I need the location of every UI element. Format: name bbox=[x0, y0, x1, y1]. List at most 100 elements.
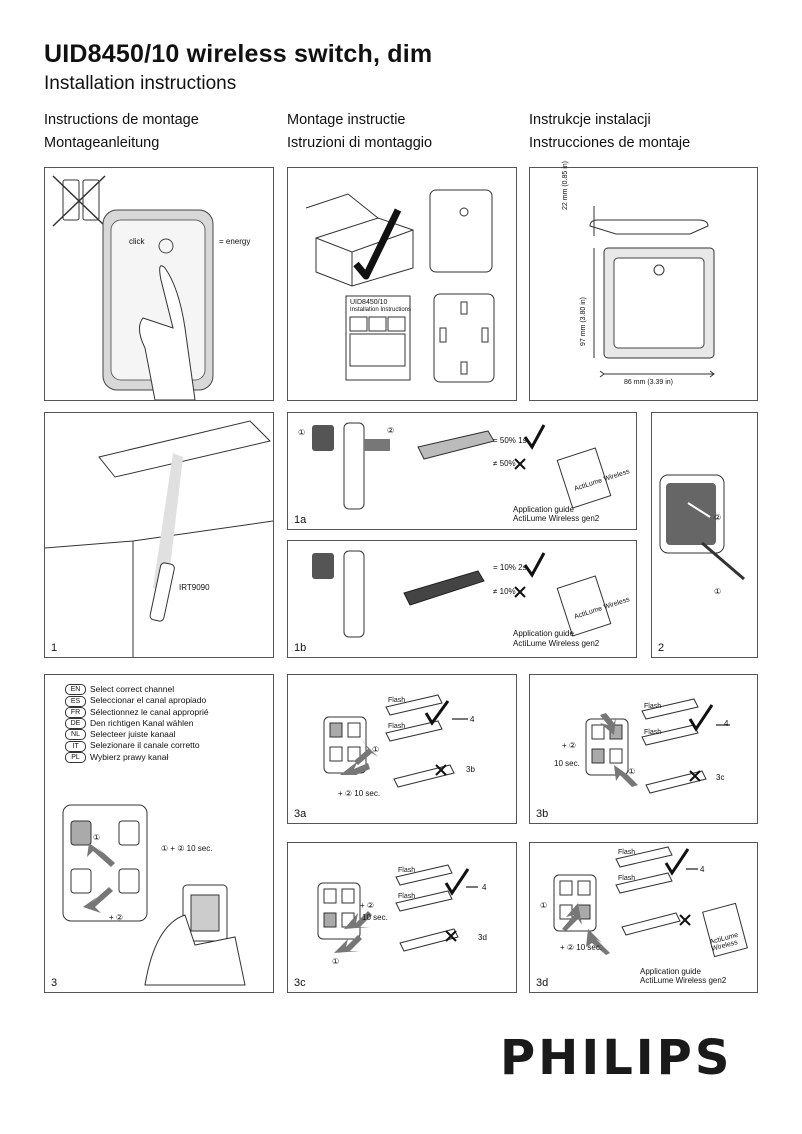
panel-3b-illustration bbox=[585, 698, 730, 794]
panel-label-1b: 1b bbox=[294, 642, 307, 654]
plus-2-marker: + ② bbox=[109, 913, 124, 922]
panel-label-3d: 3d bbox=[536, 977, 549, 989]
step-2-marker: ② bbox=[714, 513, 722, 522]
guide-line-1: Application guide bbox=[640, 967, 701, 976]
panel-1b: = 10% 2s ≠ 10% ActiLume Wireless Applica… bbox=[287, 540, 637, 658]
flash-label-2: Flash bbox=[388, 723, 406, 730]
panel-1: IRT9090 1 bbox=[44, 412, 274, 658]
dimension-height-big: 97 mm (3.80 in) bbox=[580, 296, 587, 346]
step-1-marker: ① bbox=[93, 833, 101, 842]
combo-instruction: ① + ② 10 sec. bbox=[161, 844, 213, 853]
panel-box-contents: UID8450/10 Installation Instructions bbox=[287, 167, 517, 401]
lang-title-es: Instrucciones de montaje bbox=[529, 135, 691, 151]
goto-step-4: 4 bbox=[700, 865, 705, 874]
flash-label-2: Flash bbox=[644, 729, 662, 736]
goto-step-4: 4 bbox=[482, 883, 487, 892]
press-duration: 10 sec. bbox=[554, 759, 580, 768]
manual-title: UID8450/10 bbox=[350, 299, 388, 306]
panel-energy: click = energy bbox=[44, 167, 274, 401]
goto-step-4: 4 bbox=[724, 719, 729, 728]
step-1-marker: ① bbox=[332, 957, 340, 966]
manual-subtitle: Installation Instructions bbox=[350, 307, 412, 313]
panel-2-illustration bbox=[659, 474, 745, 581]
lang-title-de: Montageanleitung bbox=[44, 135, 160, 151]
step-1-marker: ① bbox=[298, 428, 306, 437]
press-instruction: + ② 10 sec. bbox=[338, 789, 381, 798]
flash-label-1: Flash bbox=[398, 867, 416, 874]
panel-3b: Flash Flash 4 3c + ② 10 sec. ① 3b bbox=[529, 674, 758, 824]
equals-10-label: = 10% 2s bbox=[493, 563, 527, 572]
panel-label-2: 2 bbox=[658, 642, 665, 654]
page-subtitle: Installation instructions bbox=[44, 73, 237, 94]
dimensions-illustration bbox=[589, 206, 715, 378]
equals-50-label: = 50% 1s bbox=[493, 436, 527, 445]
panel-1a: ① ② = 50% 1s ≠ 50% ActiLume Wireless App… bbox=[287, 412, 637, 530]
guide-line-2: ActiLume Wireless gen2 bbox=[640, 976, 727, 985]
press-instruction: + ② bbox=[360, 901, 375, 910]
panel-label-3a: 3a bbox=[294, 808, 307, 820]
lang-title-pl: Instrukcje instalacji bbox=[529, 112, 651, 128]
panel-dimensions: 22 mm (0.85 in) 97 mm (3.80 in) 86 mm (3… bbox=[529, 161, 758, 401]
flash-label-2: Flash bbox=[398, 893, 416, 900]
press-instruction: + ② 10 sec. bbox=[560, 943, 603, 952]
flash-label-1: Flash bbox=[618, 849, 636, 856]
panel-label-3b: 3b bbox=[536, 808, 549, 820]
panel-label-3: 3 bbox=[51, 977, 58, 989]
panel-label-1a: 1a bbox=[294, 514, 307, 526]
step-1-marker: ① bbox=[372, 745, 380, 754]
panel-3-illustration bbox=[62, 804, 246, 986]
panel-3c-illustration bbox=[317, 864, 478, 953]
ceiling-illustration bbox=[45, 420, 273, 657]
panel-3a-illustration bbox=[323, 694, 468, 788]
step-2-marker: ② bbox=[387, 426, 395, 435]
panel-label-3c: 3c bbox=[294, 977, 306, 989]
not-equal-10-label: ≠ 10% bbox=[493, 587, 516, 596]
guide-line-1: Application guide bbox=[513, 629, 574, 638]
panel-label-1: 1 bbox=[51, 642, 58, 654]
lang-title-it: Istruzioni di montaggio bbox=[287, 135, 433, 151]
page-title: UID8450/10 wireless switch, dim bbox=[44, 40, 433, 68]
guide-line-2: ActiLume Wireless gen2 bbox=[513, 514, 600, 523]
press-duration: 10 sec. bbox=[362, 913, 388, 922]
step-1-marker: ① bbox=[714, 587, 722, 596]
goto-step-3c: 3c bbox=[716, 773, 725, 782]
flash-label-1: Flash bbox=[388, 697, 406, 704]
panel-3c: Flash Flash 4 3d + ② 10 sec. ① 3c bbox=[287, 842, 517, 993]
goto-step-3b: 3b bbox=[466, 765, 475, 774]
panel-2: ② ① 2 bbox=[651, 412, 758, 658]
dimension-height-small: 22 mm (0.85 in) bbox=[562, 160, 569, 210]
click-label: click bbox=[129, 237, 145, 246]
energy-label: = energy bbox=[219, 237, 251, 246]
lang-title-fr: Instructions de montage bbox=[44, 112, 199, 128]
box-contents-illustration bbox=[305, 189, 495, 383]
remote-model: IRT9090 bbox=[179, 583, 210, 592]
panel-3d-illustration bbox=[553, 846, 748, 958]
goto-step-4: 4 bbox=[470, 715, 475, 724]
goto-step-3d: 3d bbox=[478, 933, 487, 942]
flash-label-1: Flash bbox=[644, 703, 662, 710]
step-1-marker: ① bbox=[540, 901, 548, 910]
press-instruction: + ② bbox=[562, 741, 577, 750]
energy-illustration bbox=[52, 175, 214, 400]
panel-3d: Flash Flash 4 ① + ② 10 sec. ActiLume Wir… bbox=[529, 842, 758, 993]
flash-label-2: Flash bbox=[618, 875, 636, 882]
lang-title-nl: Montage instructie bbox=[287, 112, 406, 128]
not-equal-50-label: ≠ 50% bbox=[493, 459, 516, 468]
guide-line-1: Application guide bbox=[513, 505, 574, 514]
panel-1a-illustration bbox=[312, 422, 612, 510]
dimension-width: 86 mm (3.39 in) bbox=[624, 379, 674, 386]
guide-line-2: ActiLume Wireless gen2 bbox=[513, 639, 600, 648]
brand-logo: PHILIPS bbox=[500, 1030, 733, 1086]
panel-1b-illustration bbox=[312, 550, 612, 638]
step-1-marker: ① bbox=[628, 767, 636, 776]
panel-3a: Flash Flash 4 3b ① + ② 10 sec. 3a bbox=[287, 674, 517, 824]
